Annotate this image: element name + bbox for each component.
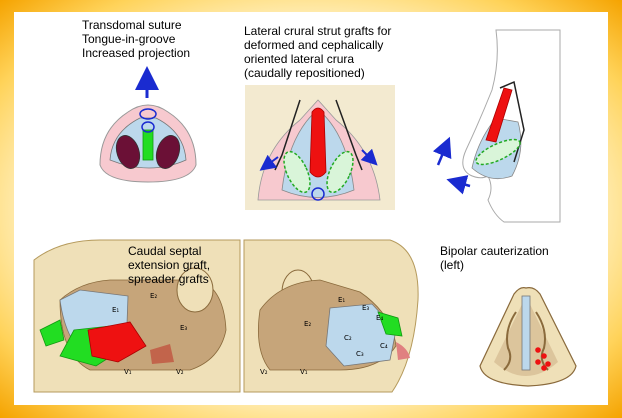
cautery-dot bbox=[545, 361, 551, 367]
nasal-base-view bbox=[99, 66, 197, 183]
anatomy-letter: E₁ bbox=[112, 306, 119, 314]
label-line: (left) bbox=[440, 258, 464, 272]
anatomy-letter: V₁ bbox=[124, 368, 132, 376]
label-line: oriented lateral crura bbox=[244, 52, 355, 66]
columellar-strut-graft bbox=[142, 129, 154, 161]
label-line: Caudal septal bbox=[128, 244, 202, 258]
profile-view bbox=[432, 29, 561, 223]
left-lateral-crural-strut bbox=[283, 150, 311, 194]
cautery-dot bbox=[535, 347, 541, 353]
anatomy-letter: E₄ bbox=[376, 314, 383, 322]
anatomy-letter: E₃ bbox=[180, 324, 187, 332]
label-line: spreader grafts bbox=[128, 272, 209, 286]
anatomy-letter: C₂ bbox=[344, 334, 352, 342]
label-line: Increased projection bbox=[82, 46, 191, 60]
nasal-septum bbox=[521, 295, 531, 371]
lateral-crural-strut-view bbox=[245, 85, 395, 210]
anatomy-letter: C₄ bbox=[380, 342, 388, 350]
coronal-section bbox=[479, 287, 577, 387]
cautery-dot bbox=[535, 359, 541, 365]
anatomy-letter: V₂ bbox=[176, 368, 184, 376]
label-line: Lateral crural strut grafts for bbox=[244, 24, 392, 38]
anatomy-letter: E₃ bbox=[362, 304, 369, 312]
label-line: Bipolar cauterization bbox=[440, 244, 549, 258]
anatomy-letter: V₂ bbox=[260, 368, 268, 376]
label-line: (caudally repositioned) bbox=[244, 66, 365, 80]
red-septal-graft bbox=[309, 107, 327, 178]
anatomy-letter: E₂ bbox=[304, 320, 311, 328]
label-lateral-crural-strut: Lateral crural strut grafts for deformed… bbox=[244, 24, 391, 80]
label-line: extension graft, bbox=[128, 258, 211, 272]
anatomy-letter: E₁ bbox=[338, 296, 345, 304]
anatomy-letter: E₂ bbox=[150, 292, 157, 300]
cautery-dot bbox=[541, 353, 547, 359]
left-sagittal-section bbox=[33, 239, 241, 393]
label-transdomal-suture: Transdomal suture Tongue-in-groove Incre… bbox=[82, 18, 190, 60]
anatomy-letter: C₃ bbox=[356, 350, 364, 358]
anatomy-letter: V₁ bbox=[300, 368, 308, 376]
label-bipolar-cauterization: Bipolar cauterization (left) bbox=[440, 244, 549, 272]
label-line: Tongue-in-groove bbox=[82, 32, 176, 46]
label-caudal-septal-extension: Caudal septal extension graft, spreader … bbox=[128, 244, 210, 286]
spreader-graft bbox=[87, 321, 147, 363]
right-lateral-crural-strut bbox=[326, 150, 354, 194]
label-line: deformed and cephalically bbox=[244, 38, 384, 52]
label-line: Transdomal suture bbox=[82, 18, 182, 32]
cautery-dot bbox=[541, 365, 547, 371]
right-sagittal-section bbox=[243, 239, 419, 393]
